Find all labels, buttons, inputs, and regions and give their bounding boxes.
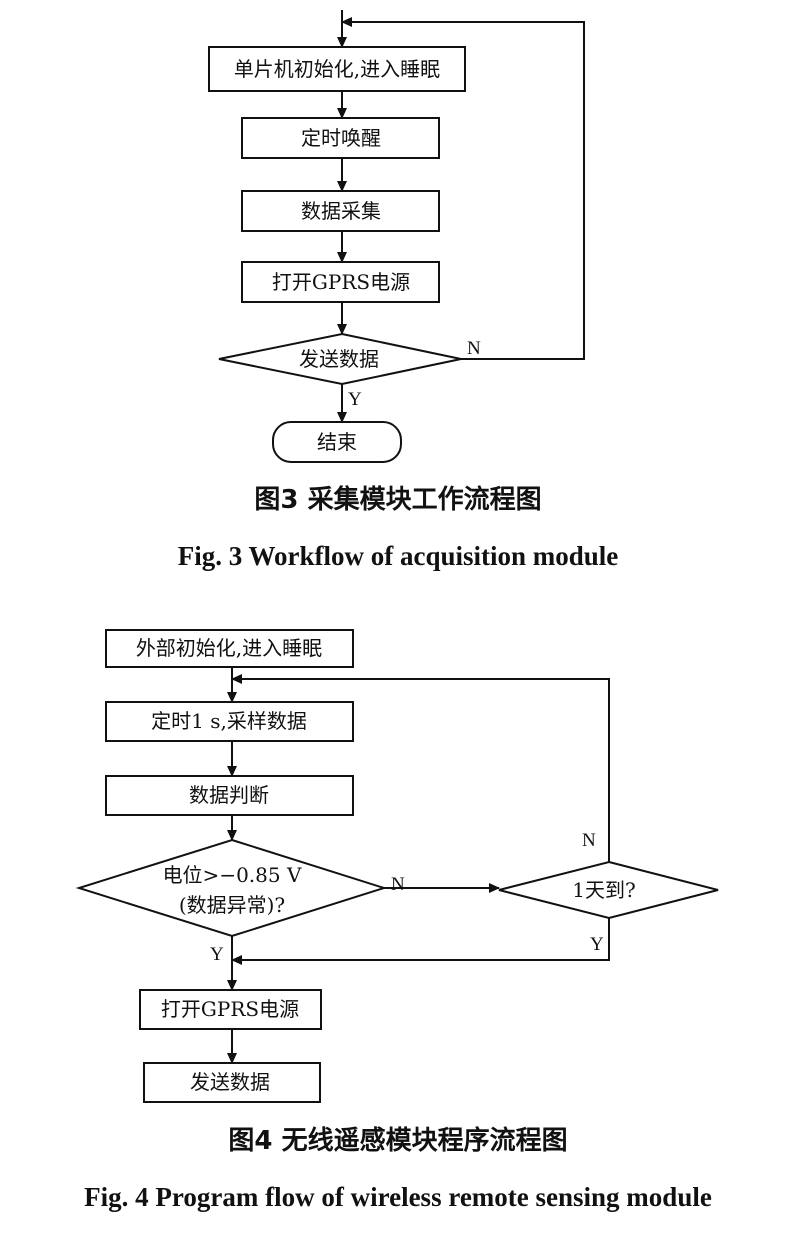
f3-caption-cn: 图3 采集模块工作流程图	[254, 484, 541, 515]
f4-judge-box	[105, 775, 354, 816]
f4-potential-diamond	[75, 838, 388, 938]
f3-end-text: 结束	[317, 430, 357, 454]
f4-no-right-label: N	[391, 874, 405, 895]
f3-no-label: N	[467, 338, 481, 359]
f3-end-terminal	[272, 421, 402, 463]
f4-day-yes-connector	[231, 918, 610, 965]
f3-collect-box	[241, 190, 440, 232]
f3-init-box	[208, 46, 466, 92]
figure-3: 单片机初始化,进入睡眠 定时唤醒 数据采集 打开GPRS电源 发送数据 N Y …	[178, 10, 619, 571]
f3-gprs-text: 打开GPRS电源	[272, 270, 410, 294]
f4-gprs-box	[139, 989, 322, 1030]
f3-send-text: 发送数据	[299, 347, 379, 371]
f4-send-text: 发送数据	[190, 1070, 270, 1094]
f3-wake-box	[241, 117, 440, 159]
f4-caption-cn: 图4 无线遥感模块程序流程图	[228, 1125, 567, 1156]
f3-yes-label: Y	[348, 389, 362, 410]
f4-init-text: 外部初始化,进入睡眠	[136, 636, 322, 660]
f3-wake-text: 定时唤醒	[301, 126, 381, 150]
f4-caption-en: Fig. 4 Program flow of wireless remote s…	[84, 1182, 712, 1212]
f4-potential-text-1: 电位>−0.85 V	[163, 863, 302, 887]
f3-init-text: 单片机初始化,进入睡眠	[234, 57, 440, 81]
f4-potential-text-2: (数据异常)?	[179, 893, 285, 917]
f4-yes-day-label: Y	[590, 934, 604, 955]
f4-gprs-text: 打开GPRS电源	[161, 997, 299, 1021]
f4-sample-box	[105, 701, 354, 742]
f4-sample-text: 定时1 s,采样数据	[151, 709, 307, 733]
f3-no-loop	[341, 17, 585, 360]
f3-collect-text: 数据采集	[301, 199, 381, 223]
f3-gprs-box	[241, 261, 440, 303]
figure-4: 外部初始化,进入睡眠 定时1 s,采样数据 数据判断 电位>−0.85 V (数…	[75, 629, 719, 1212]
f4-yes-down-label: Y	[210, 944, 224, 965]
f3-caption-en: Fig. 3 Workflow of acquisition module	[178, 541, 619, 571]
f4-no-loop	[231, 674, 610, 862]
f4-no-up-label: N	[582, 830, 596, 851]
f4-send-box	[143, 1062, 321, 1103]
f4-judge-text: 数据判断	[189, 783, 269, 807]
f4-day-text: 1天到?	[572, 878, 635, 902]
f4-init-box	[105, 629, 354, 668]
